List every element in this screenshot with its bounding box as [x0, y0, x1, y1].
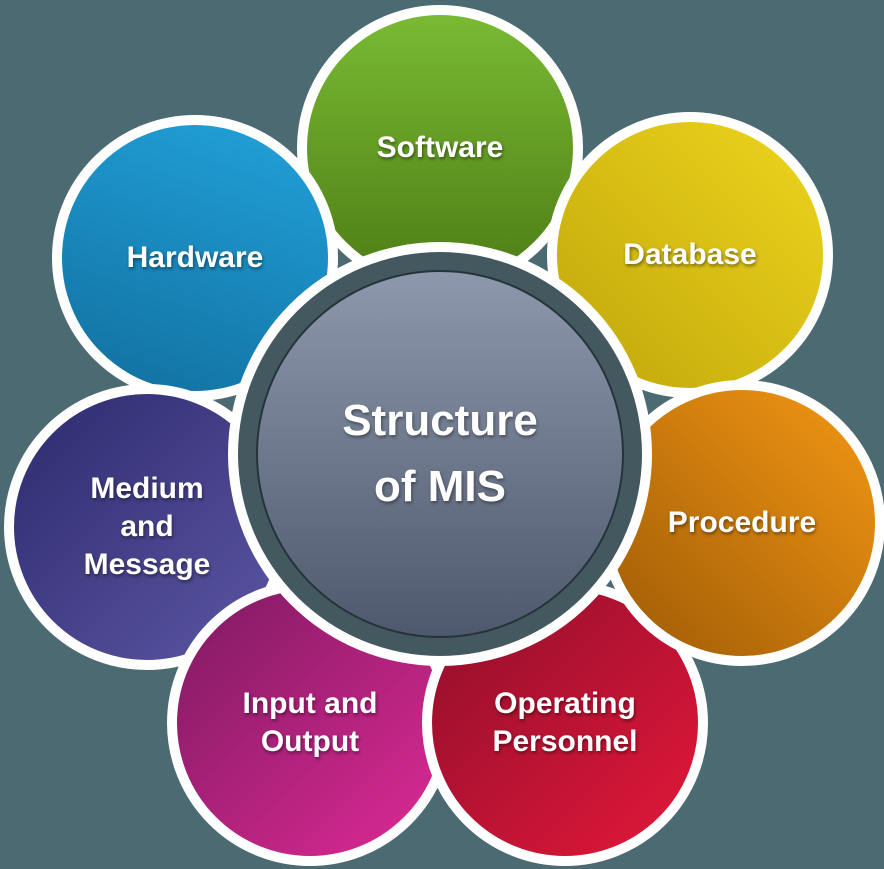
petal-hardware-label: Hardware: [126, 241, 264, 274]
petal-operating-personnel-label: Operating Personnel: [492, 687, 638, 758]
center-circle-white-ring: Structure of MIS: [228, 242, 652, 666]
petal-input-output-label: Input and Output: [242, 687, 378, 758]
diagram-title: Structure of MIS: [342, 396, 538, 511]
petal-database-label: Database: [623, 238, 757, 271]
petal-procedure-label: Procedure: [667, 506, 817, 539]
petal-software-label: Software: [376, 131, 504, 164]
center-circle-dark-ring: Structure of MIS: [238, 252, 642, 656]
center-circle: Structure of MIS: [256, 270, 624, 638]
petal-medium-message-label: Medium and Message: [83, 472, 211, 581]
